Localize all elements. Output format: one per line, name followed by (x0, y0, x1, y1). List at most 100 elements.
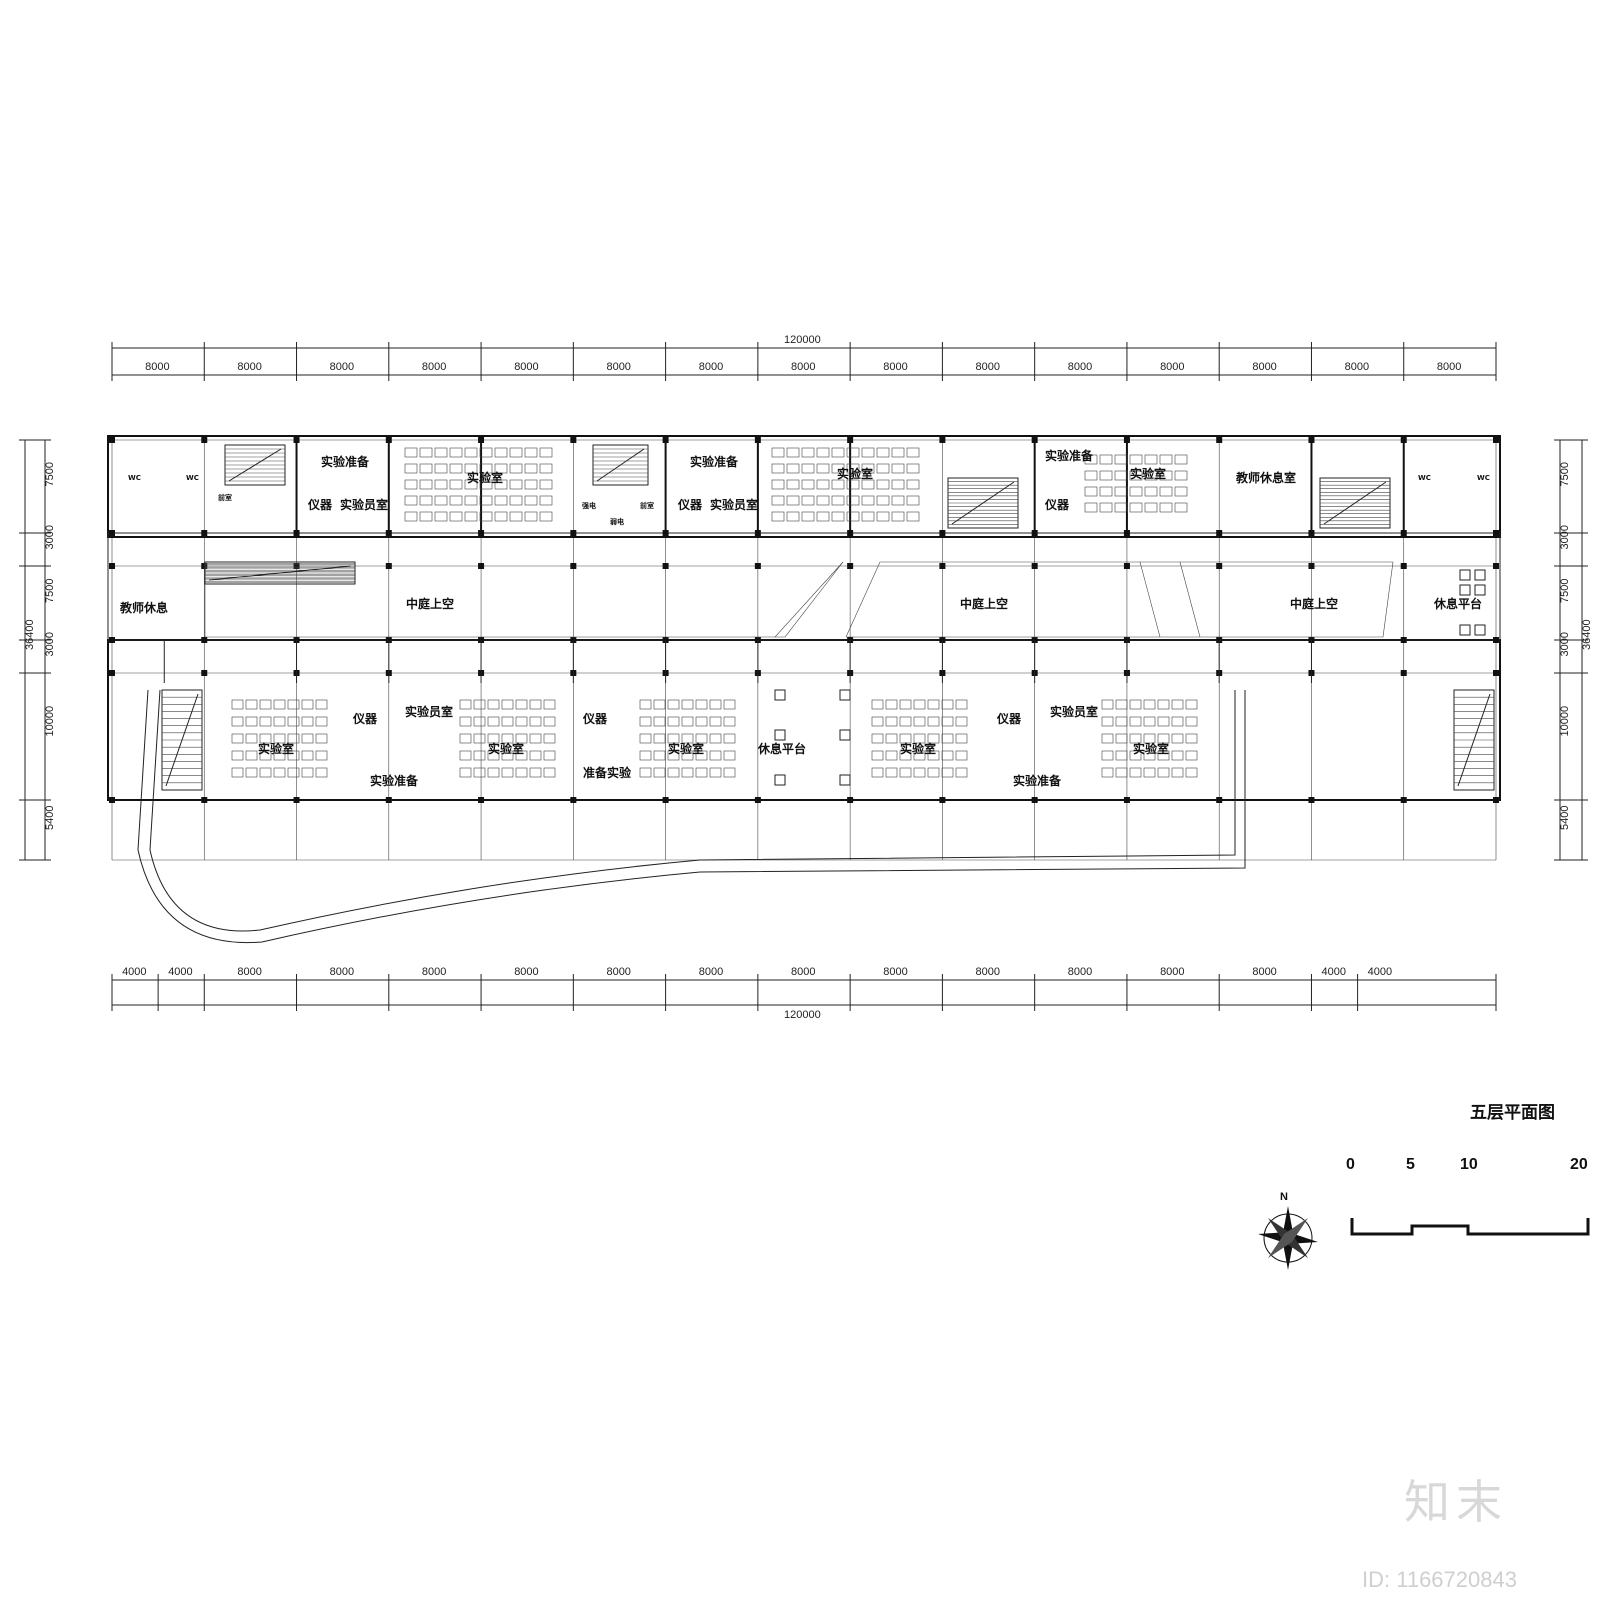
lab-desk (846, 495, 860, 506)
dim-top-bay: 8000 (1252, 361, 1276, 373)
lab-desk (1084, 502, 1098, 513)
column (109, 530, 115, 536)
column (1308, 563, 1315, 569)
lab-desk (723, 699, 736, 710)
lab-desk (509, 511, 523, 522)
rest-platform-center: 休息平台 (757, 741, 806, 756)
column (385, 797, 392, 803)
lab-desk (273, 767, 286, 778)
lab-desk (653, 750, 666, 761)
lab-desk (1171, 733, 1184, 744)
lab-desk (287, 699, 300, 710)
room-lab-b4: 实验室 (900, 741, 936, 756)
drawing-title: 五层平面图 (1470, 1103, 1555, 1123)
column (201, 530, 208, 536)
column (478, 563, 485, 569)
lab-desk (816, 479, 830, 490)
lab-desk (1143, 767, 1156, 778)
column (1123, 563, 1130, 569)
column (201, 637, 208, 643)
lab-desk (543, 716, 556, 727)
seat (1474, 624, 1486, 636)
lab-desk (1129, 716, 1142, 727)
lab-desk (259, 733, 272, 744)
lab-desk (871, 699, 884, 710)
lab-desk (831, 447, 845, 458)
lab-desk (1157, 750, 1170, 761)
column (939, 797, 946, 803)
lab-desk (639, 699, 652, 710)
dim-bottom-bay: 4000 (1368, 966, 1392, 978)
column (570, 437, 577, 443)
dim-side-row: 10000 (1559, 706, 1571, 737)
lab-desk (1115, 733, 1128, 744)
stair-arrow (228, 448, 282, 482)
lab-desk (899, 716, 912, 727)
room-wc-1: WC (128, 474, 141, 482)
lab-desk (1157, 699, 1170, 710)
column (478, 797, 485, 803)
dim-bottom-bay: 8000 (514, 966, 538, 978)
lab-desk (1174, 470, 1188, 481)
lab-desk (524, 511, 538, 522)
room-instr-b3: 仪器 (996, 712, 1022, 726)
lab-desk (1157, 767, 1170, 778)
column (1400, 797, 1407, 803)
dim-top-bay: 8000 (1437, 361, 1461, 373)
column (1493, 530, 1499, 536)
lab-desk (801, 511, 815, 522)
column (1400, 563, 1407, 569)
lab-desk (473, 716, 486, 727)
lab-desk (861, 463, 875, 474)
lab-desk (831, 463, 845, 474)
lab-desk (494, 463, 508, 474)
lab-desk (885, 699, 898, 710)
atrium-label-2: 中庭上空 (960, 596, 1008, 611)
lab-desk (871, 716, 884, 727)
atrium-label-1: 中庭上空 (406, 596, 454, 611)
room-staff-2: 实验员室 (710, 497, 758, 512)
lab-desk (771, 479, 785, 490)
room-front-1: 前室 (218, 493, 232, 502)
room-instr-b2: 仪器 (582, 712, 608, 726)
lab-desk (723, 750, 736, 761)
lab-desk (539, 479, 553, 490)
seat (1459, 584, 1471, 596)
lab-furniture (231, 447, 1486, 786)
lab-desk (1101, 699, 1114, 710)
lab-desk (876, 511, 890, 522)
room-teacher-lounge: 教师休息室 (1235, 470, 1296, 485)
lab-desk (681, 716, 694, 727)
column (109, 670, 115, 676)
lab-desk (1114, 470, 1128, 481)
lab-desk (1174, 502, 1188, 513)
lab-desk (404, 463, 418, 474)
lab-desk (681, 750, 694, 761)
north-block-wall (107, 435, 1501, 538)
lab-desk (473, 733, 486, 744)
column (570, 797, 577, 803)
column (109, 563, 115, 569)
lab-desk (667, 699, 680, 710)
column (939, 437, 946, 443)
column (1216, 530, 1223, 536)
lab-desk (771, 447, 785, 458)
lab-desk (913, 699, 926, 710)
lab-desk (906, 463, 920, 474)
lab-desk (927, 750, 940, 761)
lab-desk (1115, 767, 1128, 778)
lab-desk (955, 767, 968, 778)
lab-desk (891, 463, 905, 474)
south-block-wall (107, 639, 1501, 801)
lab-desk (639, 716, 652, 727)
lab-desk (315, 716, 328, 727)
dim-bottom-bay: 8000 (1252, 966, 1276, 978)
lab-desk (695, 733, 708, 744)
lab-desk (1171, 699, 1184, 710)
lab-desk (1144, 470, 1158, 481)
lab-desk (487, 733, 500, 744)
lab-desk (509, 479, 523, 490)
room-staff-b2: 实验员室 (1050, 704, 1098, 719)
lab-desk (786, 479, 800, 490)
lab-desk (816, 495, 830, 506)
